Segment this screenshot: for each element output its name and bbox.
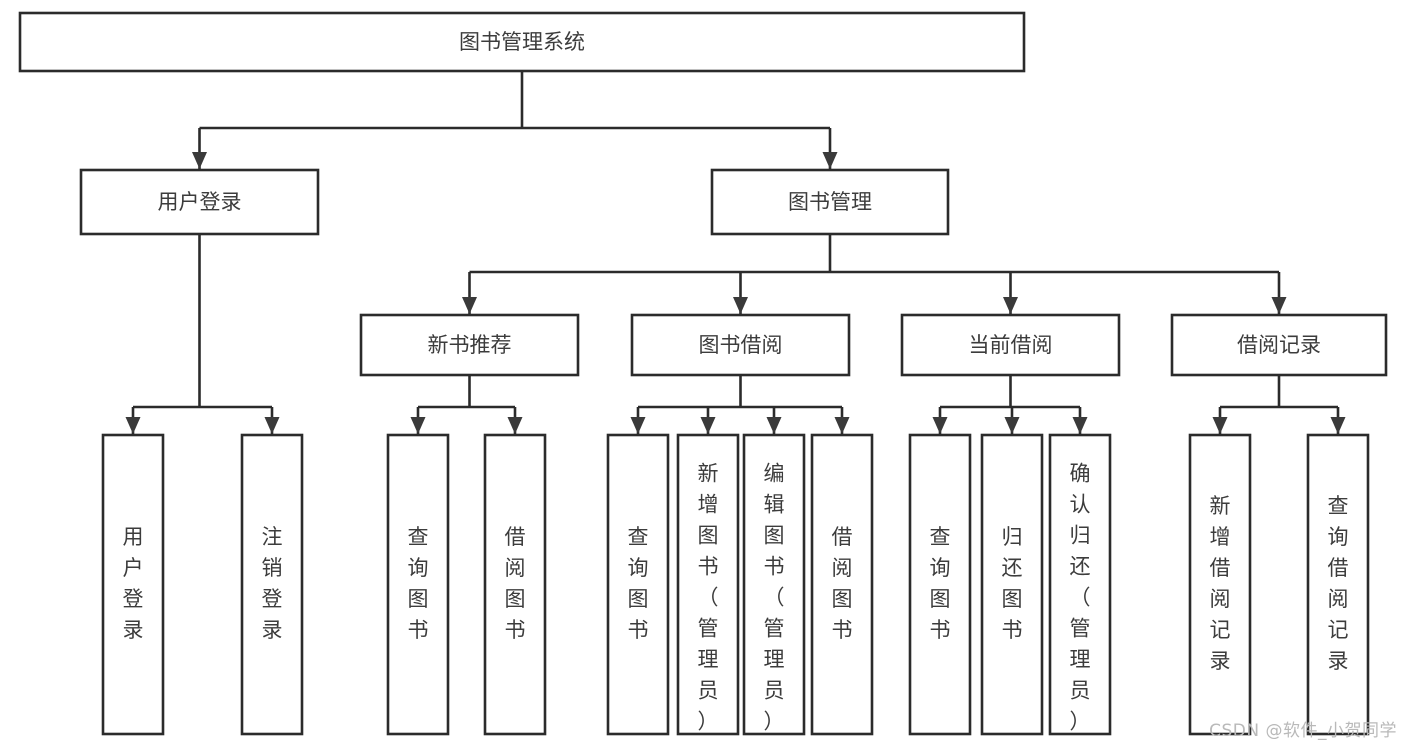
node-box[interactable] — [676, 433, 740, 736]
arrow-head-icon — [410, 417, 426, 434]
node-box[interactable] — [630, 313, 851, 377]
node-leaf-8[interactable]: 查询图书 — [908, 433, 972, 736]
node-label: 图书管理 — [788, 190, 872, 214]
node-box[interactable] — [900, 313, 1121, 377]
arrow-head-icon — [1072, 417, 1088, 434]
node-box[interactable] — [810, 433, 874, 736]
node-label: 归还图书 — [1002, 525, 1023, 642]
node-label: 当前借阅 — [969, 333, 1053, 357]
node-box[interactable] — [18, 11, 1026, 73]
nodes-layer: 图书管理系统用户登录图书管理新书推荐图书借阅当前借阅借阅记录用户登录注销登录查询… — [18, 11, 1388, 736]
arrow-head-icon — [1330, 417, 1346, 434]
node-leaf-9[interactable]: 归还图书 — [980, 433, 1044, 736]
node-label: 查询图书 — [408, 525, 429, 642]
node-level3-2[interactable]: 当前借阅 — [900, 313, 1121, 377]
node-leaf-4[interactable]: 查询图书 — [606, 433, 670, 736]
node-leaf-12[interactable]: 查询借阅记录 — [1306, 433, 1370, 736]
arrow-head-icon — [1004, 417, 1020, 434]
arrow-head-icon — [264, 417, 280, 434]
arrow-head-icon — [630, 417, 646, 434]
node-label: 编辑图书（管理员） — [764, 462, 785, 734]
arrow-head-icon — [766, 417, 782, 434]
watermark-label: CSDN @软件_小贺同学 — [1209, 721, 1397, 741]
node-leaf-7[interactable]: 借阅图书 — [810, 433, 874, 736]
node-leaf-1[interactable]: 注销登录 — [240, 433, 304, 736]
node-label: 查询图书 — [930, 525, 951, 642]
node-label: 用户登录 — [158, 190, 242, 214]
arrow-head-icon — [822, 152, 838, 169]
node-label: 查询图书 — [628, 525, 649, 642]
node-box[interactable] — [1188, 433, 1252, 736]
node-leaf-5[interactable]: 新增图书（管理员） — [676, 433, 740, 736]
node-box[interactable] — [980, 433, 1044, 736]
node-leaf-3[interactable]: 借阅图书 — [483, 433, 547, 736]
node-level2-0[interactable]: 用户登录 — [79, 168, 320, 236]
node-leaf-11[interactable]: 新增借阅记录 — [1188, 433, 1252, 736]
node-box[interactable] — [710, 168, 950, 236]
node-box[interactable] — [483, 433, 547, 736]
connectors-layer — [125, 71, 1346, 434]
node-level3-1[interactable]: 图书借阅 — [630, 313, 851, 377]
node-box[interactable] — [101, 433, 165, 736]
node-box[interactable] — [359, 313, 580, 377]
node-leaf-6[interactable]: 编辑图书（管理员） — [742, 433, 806, 736]
node-box[interactable] — [908, 433, 972, 736]
arrow-head-icon — [932, 417, 948, 434]
node-level2-1[interactable]: 图书管理 — [710, 168, 950, 236]
node-box[interactable] — [1048, 433, 1112, 736]
node-leaf-10[interactable]: 确认归还（管理员） — [1048, 433, 1112, 736]
node-box[interactable] — [606, 433, 670, 736]
node-box[interactable] — [79, 168, 320, 236]
node-root-0[interactable]: 图书管理系统 — [18, 11, 1026, 73]
node-box[interactable] — [742, 433, 806, 736]
node-box[interactable] — [386, 433, 450, 736]
node-level3-3[interactable]: 借阅记录 — [1170, 313, 1388, 377]
arrow-head-icon — [462, 297, 477, 314]
node-label: 确认归还（管理员） — [1070, 462, 1091, 734]
node-label: 借阅图书 — [832, 525, 853, 642]
arrow-head-icon — [1271, 297, 1287, 314]
node-label: 注销登录 — [262, 525, 283, 642]
arrow-head-icon — [834, 417, 850, 434]
arrow-head-icon — [507, 417, 523, 434]
node-box[interactable] — [1170, 313, 1388, 377]
node-label: 新书推荐 — [428, 333, 512, 357]
node-label: 借阅记录 — [1237, 333, 1321, 357]
node-label: 用户登录 — [123, 525, 144, 642]
node-leaf-0[interactable]: 用户登录 — [101, 433, 165, 736]
node-box[interactable] — [240, 433, 304, 736]
arrow-head-icon — [733, 297, 748, 314]
node-label: 图书借阅 — [699, 333, 783, 357]
arrow-head-icon — [1212, 417, 1228, 434]
node-label: 借阅图书 — [505, 525, 526, 642]
node-leaf-2[interactable]: 查询图书 — [386, 433, 450, 736]
arrow-head-icon — [192, 152, 207, 169]
arrow-head-icon — [125, 417, 141, 434]
arrow-head-icon — [1003, 297, 1018, 314]
node-label: 新增图书（管理员） — [698, 462, 719, 734]
node-label: 新增借阅记录 — [1210, 494, 1231, 673]
node-label: 图书管理系统 — [459, 30, 585, 54]
node-box[interactable] — [1306, 433, 1370, 736]
node-label: 查询借阅记录 — [1328, 494, 1349, 673]
node-level3-0[interactable]: 新书推荐 — [359, 313, 580, 377]
arrow-head-icon — [700, 417, 716, 434]
